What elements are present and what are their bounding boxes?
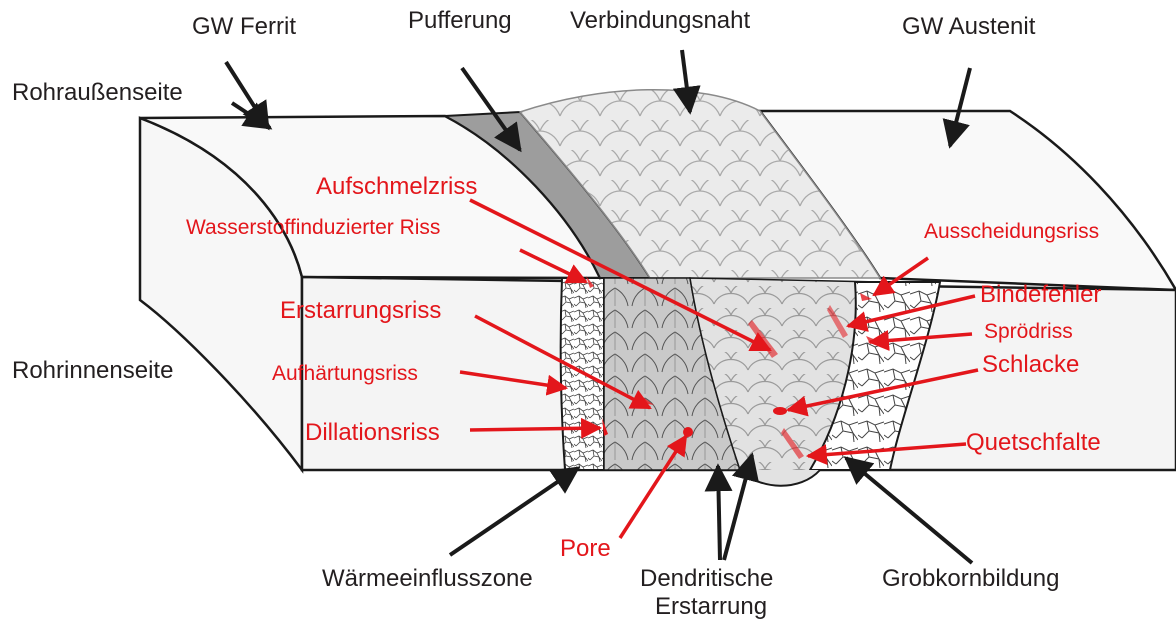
label-quetschfalte: Quetschfalte [966,429,1101,456]
label-dendritische-2: Erstarrung [655,593,767,620]
label-dendritische-1: Dendritische [640,565,773,592]
label-schlacke: Schlacke [982,351,1079,378]
label-aufschmelzriss: Aufschmelzriss [316,173,477,200]
label-wasserstoff: Wasserstoffinduzierter Riss [186,216,440,239]
label-grobkornbildung: Grobkornbildung [882,565,1059,592]
label-erstarrungsriss: Erstarrungsriss [280,297,441,324]
label-pore: Pore [560,535,611,562]
label-bindefehler: Bindefehler [980,281,1101,308]
arrow-grobkorn [846,458,972,563]
label-pufferung: Pufferung [408,7,512,34]
label-rohraussenseite: Rohraußenseite [12,79,183,106]
label-ausscheidungsriss: Ausscheidungsriss [924,220,1099,243]
label-aufhaertungsriss: Aufhärtungsriss [272,362,418,385]
arrow-dendritisch-1 [718,466,720,560]
label-gw-ferrit: GW Ferrit [192,13,296,40]
arrow-dillationsriss [470,428,600,430]
arrow-waermeeinflusszone [450,468,578,555]
label-verbindungsnaht: Verbindungsnaht [570,7,750,34]
mark-schlacke [773,407,787,415]
label-sproedriss: Sprödriss [984,320,1073,343]
label-dillationsriss: Dillationsriss [305,419,440,446]
label-gw-austenit: GW Austenit [902,13,1036,40]
label-waermeeinflusszone: Wärmeeinflusszone [322,565,533,592]
label-rohrinnenseite: Rohrinnenseite [12,357,173,384]
weld-root [740,470,820,486]
